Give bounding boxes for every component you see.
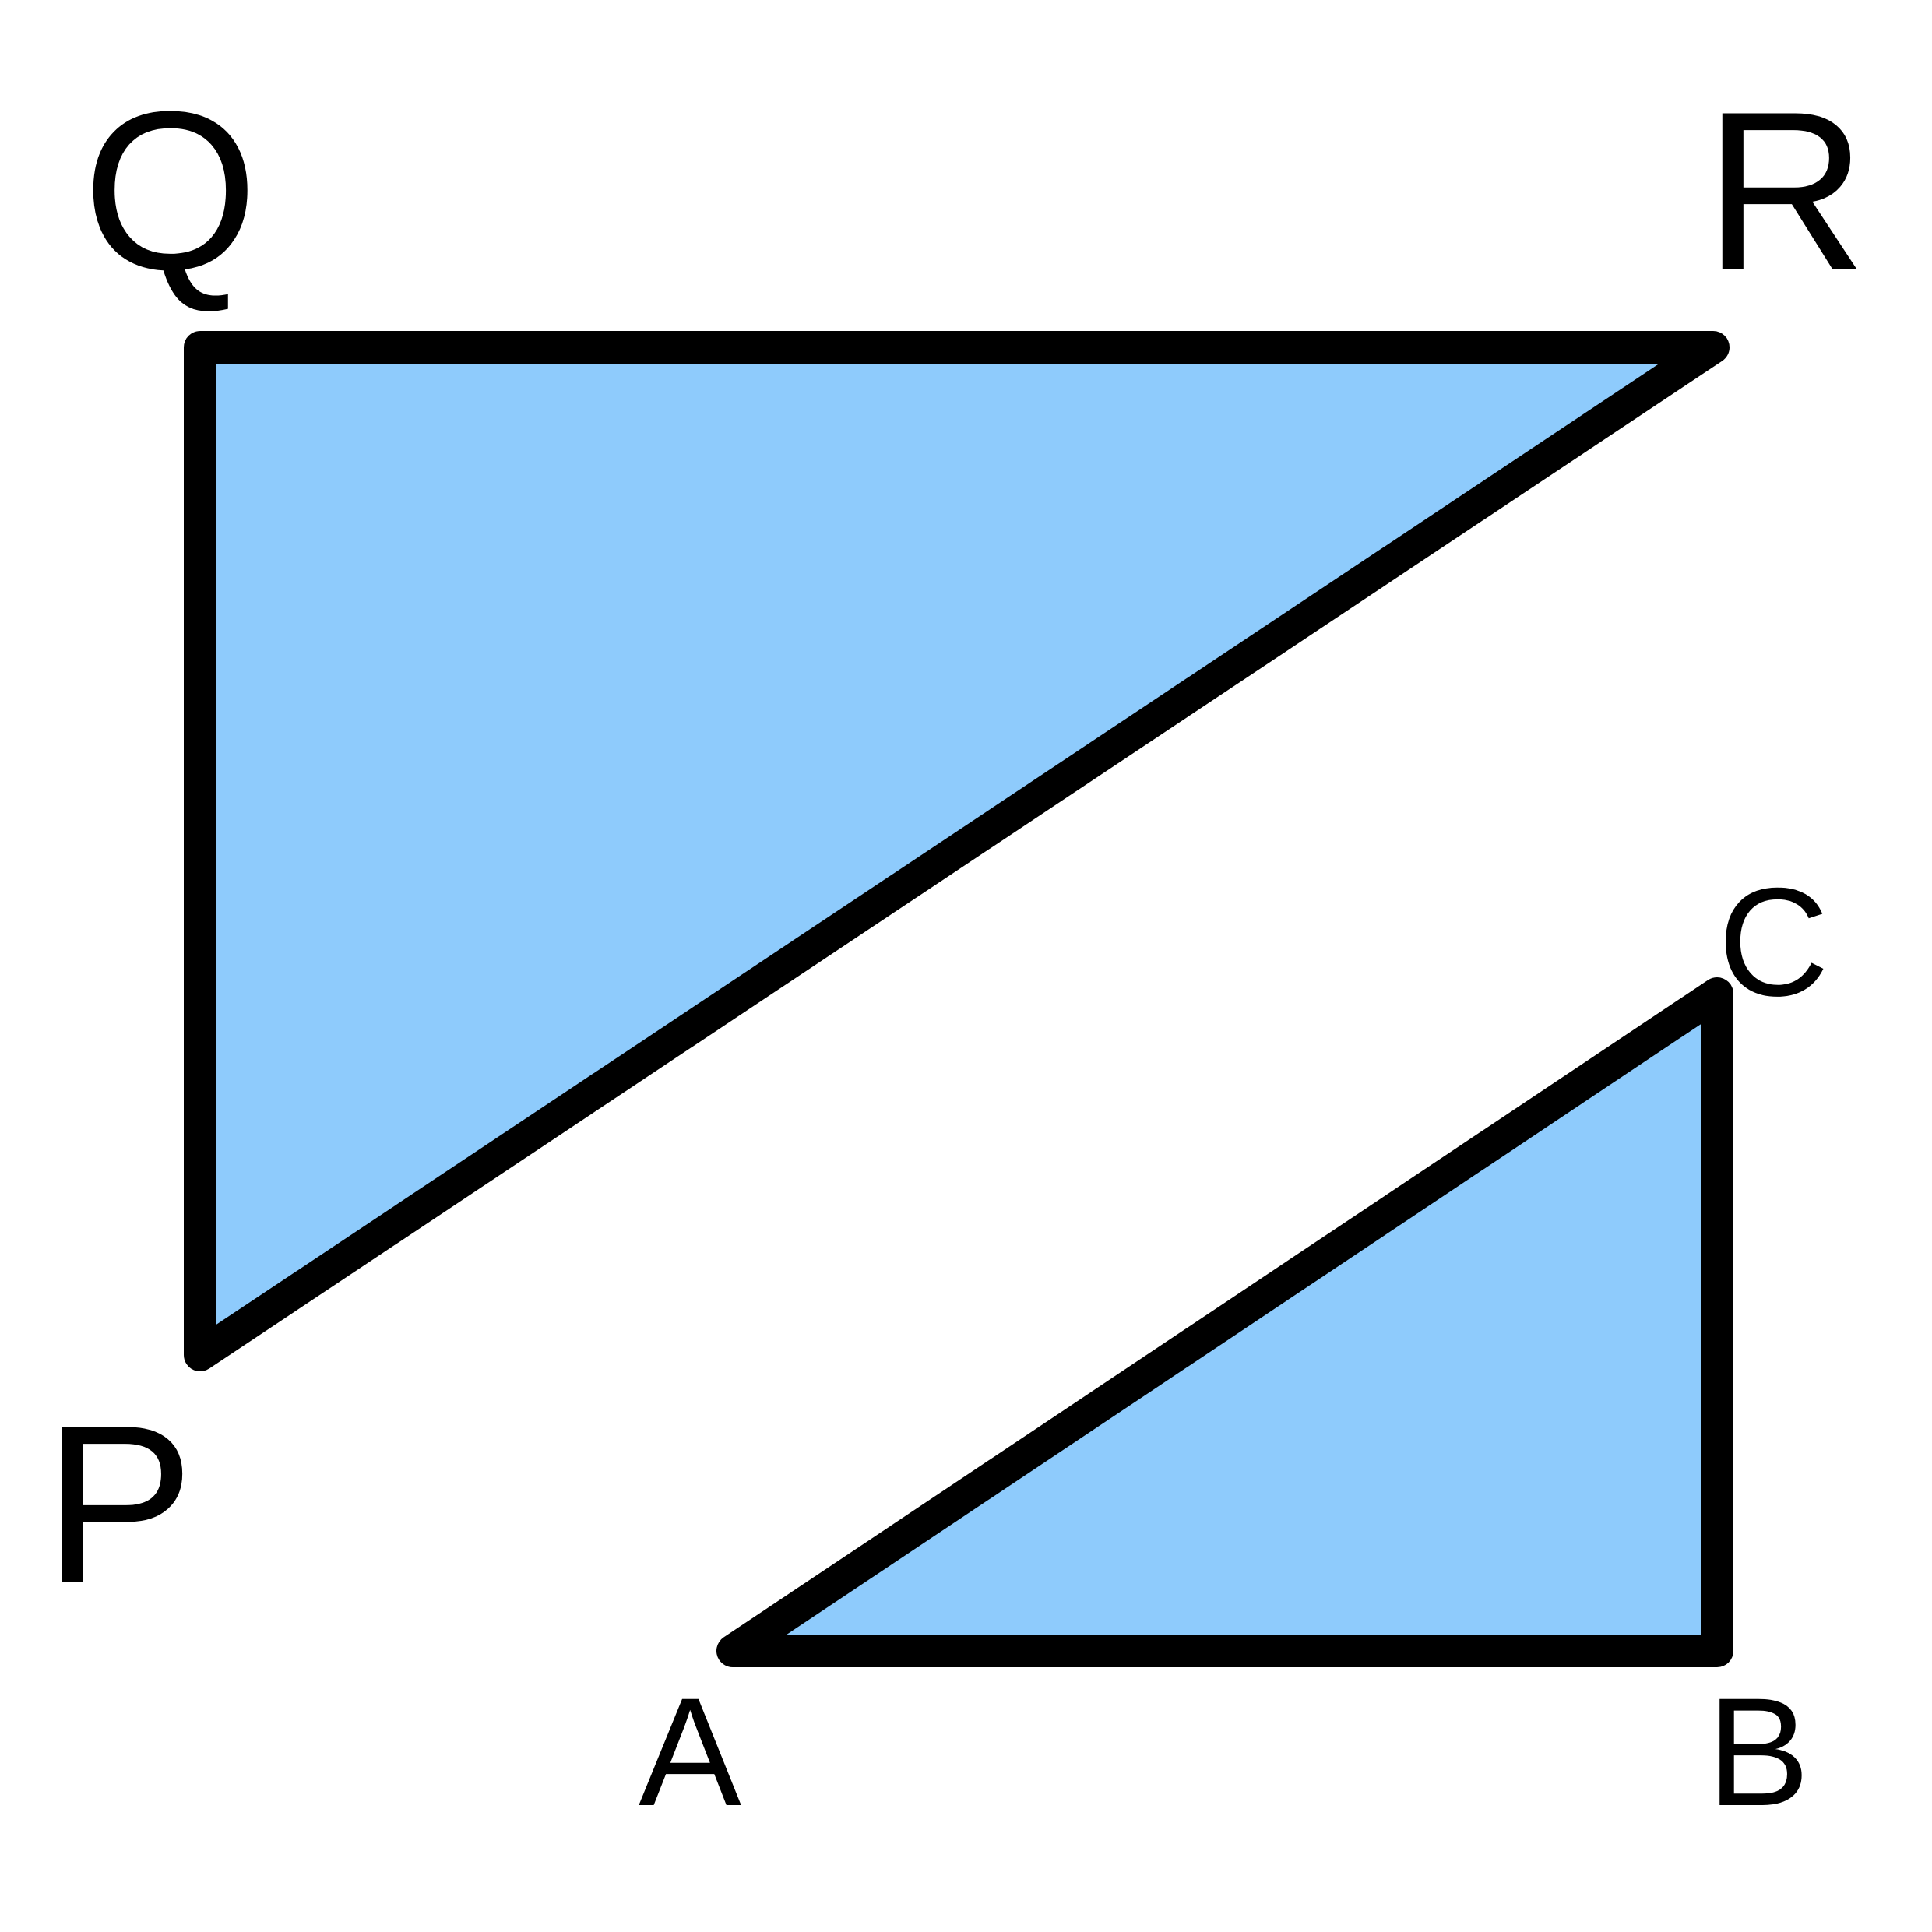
triangle-pqr — [184, 331, 1730, 1371]
vertex-label-r: R — [1704, 65, 1867, 317]
vertex-label-c: C — [1718, 856, 1829, 1028]
triangle-abc — [716, 977, 1733, 1667]
vertex-label-p: P — [44, 1378, 194, 1631]
vertex-label-a: A — [639, 1666, 741, 1838]
vertex-label-b: B — [1707, 1666, 1810, 1838]
vertex-label-q: Q — [83, 65, 259, 317]
